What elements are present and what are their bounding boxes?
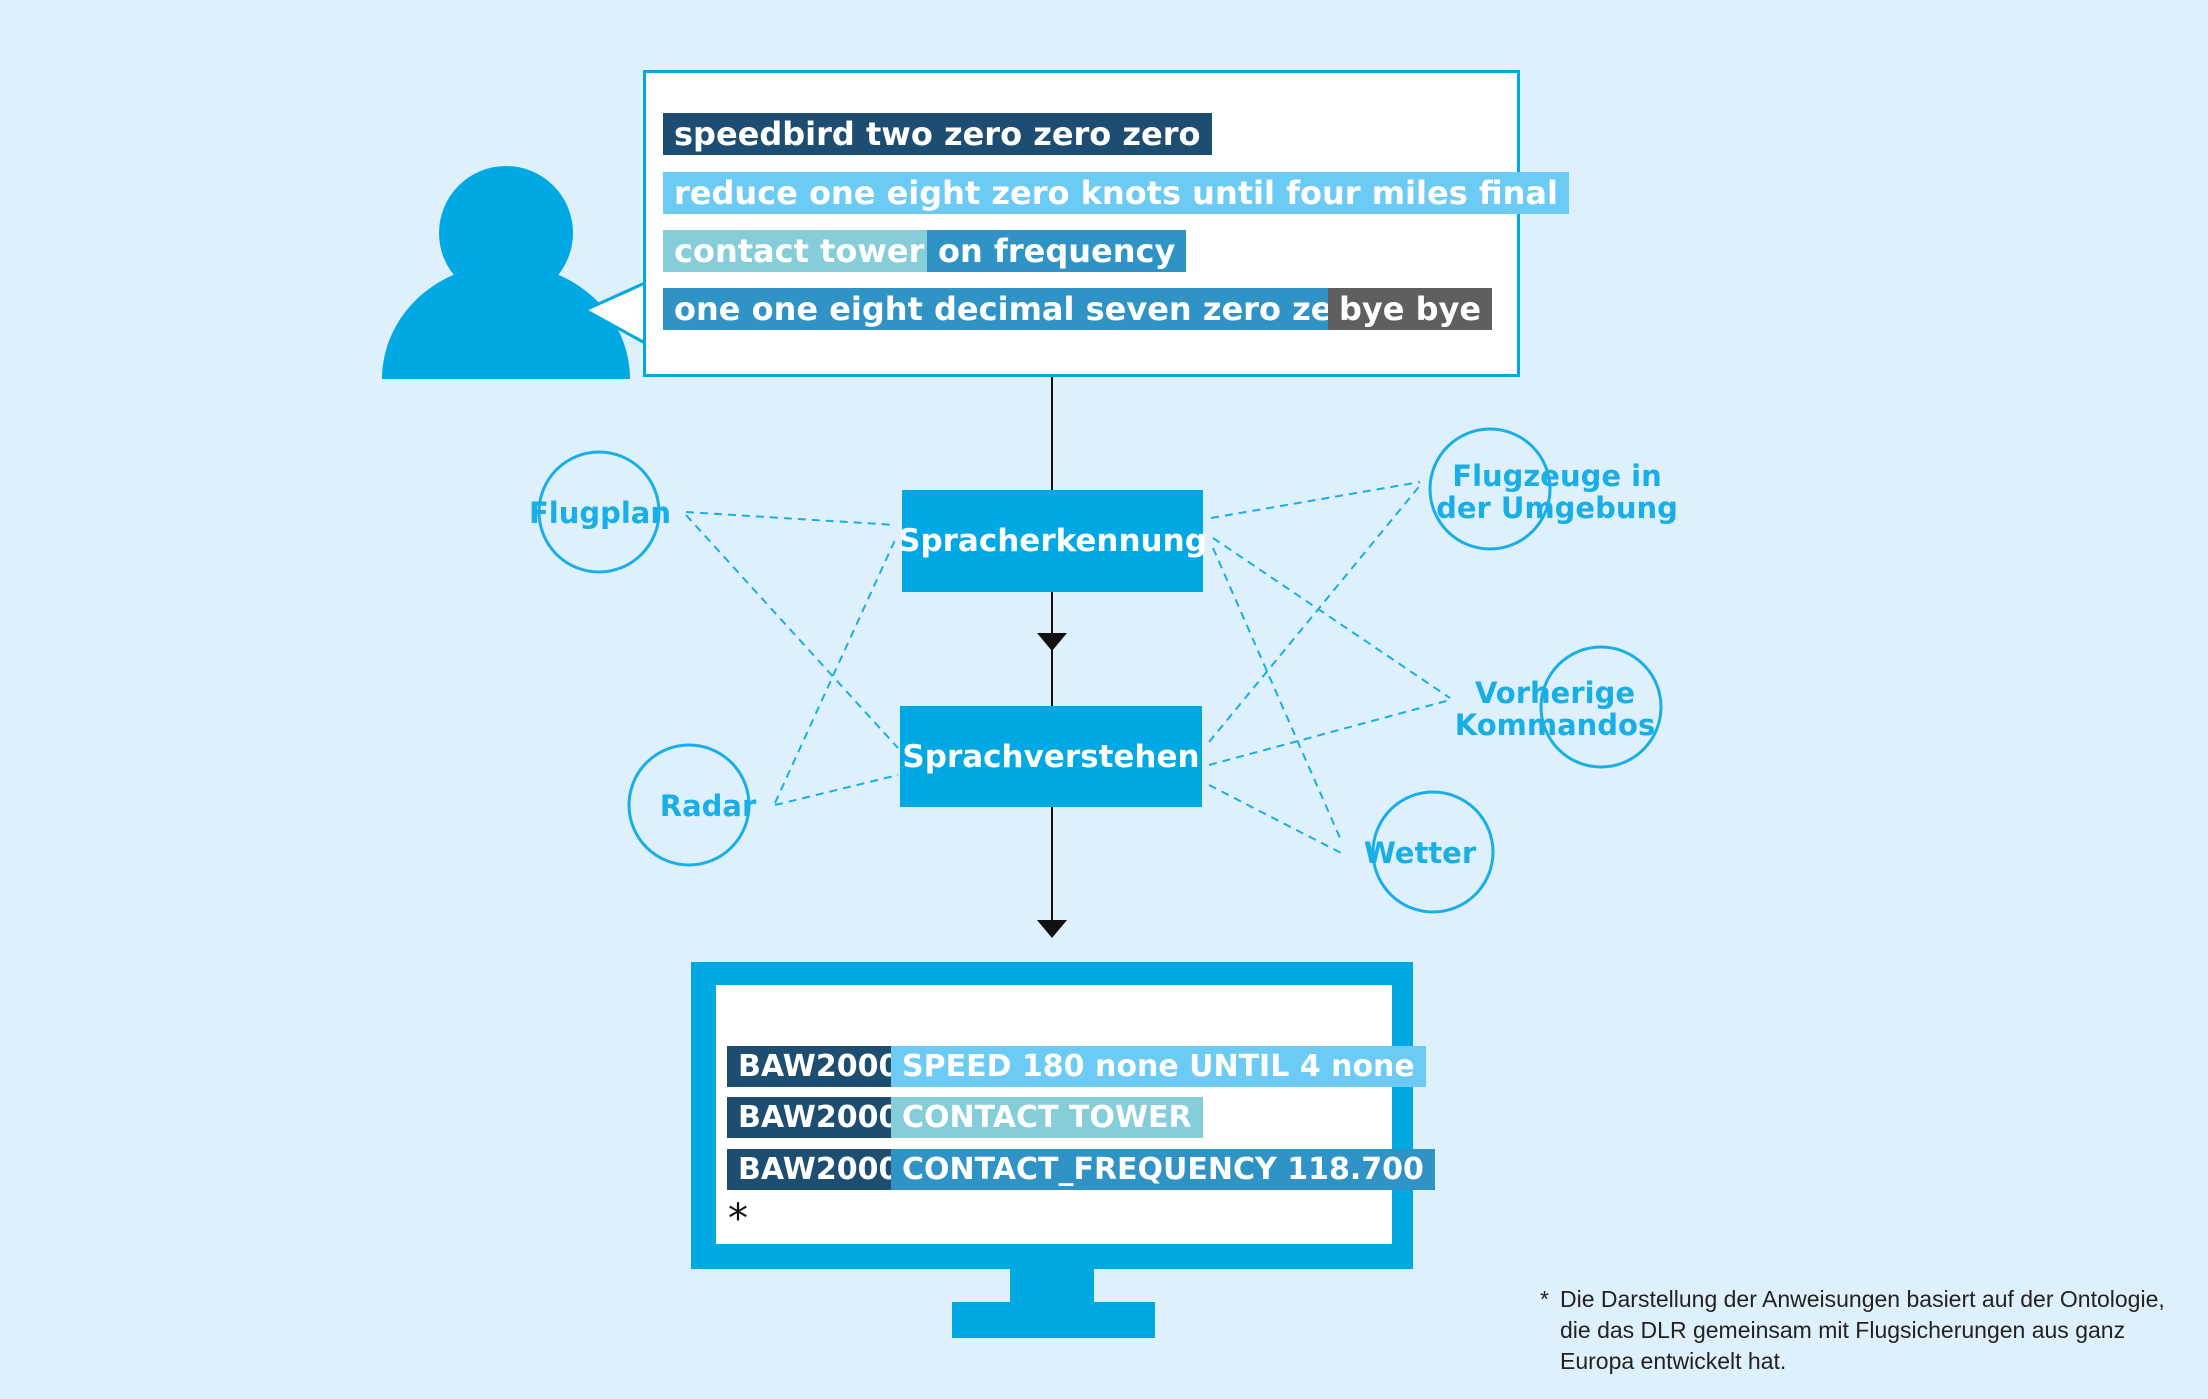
circle-flugplan [537, 450, 661, 574]
command-callsign-2: BAW2000 [727, 1097, 899, 1138]
context-label-wetter: Wetter [1363, 836, 1477, 870]
footnote-text: Die Darstellung der Anweisungen basiert … [1560, 1286, 2165, 1374]
footnote: * Die Darstellung der Anweisungen basier… [1540, 1284, 2190, 1377]
context-label-vorherige-line1: Vorherige [1474, 676, 1636, 710]
context-label-flugzeuge: Flugzeuge in der Umgebung [1412, 460, 1702, 524]
command-instruction-2: CONTACT TOWER [891, 1097, 1203, 1138]
command-callsign-1: BAW2000 [727, 1046, 899, 1087]
process-sprachverstehen: Sprachverstehen [900, 706, 1202, 807]
context-label-flugplan: Flugplan [528, 496, 672, 530]
context-label-flugzeuge-line2: der Umgebung [1436, 491, 1678, 525]
context-label-flugzeuge-line1: Flugzeuge in [1452, 459, 1662, 493]
monitor-asterisk: * [728, 1196, 748, 1242]
transcript-bye-bye: bye bye [1328, 288, 1493, 330]
context-circles [537, 427, 1663, 914]
circle-radar [627, 743, 751, 867]
person-icon [382, 166, 630, 379]
command-instruction-3: CONTACT_FREQUENCY 118.700 [891, 1149, 1435, 1190]
context-links [685, 481, 1451, 856]
transcript-speed-instruction: reduce one eight zero knots until four m… [663, 172, 1569, 214]
circle-flugzeuge [1428, 427, 1552, 551]
circle-vorherige [1539, 645, 1663, 769]
transcript-contact-tower: contact tower [663, 230, 936, 272]
context-label-vorherige-line2: Kommandos [1454, 708, 1656, 742]
footnote-marker: * [1540, 1286, 1549, 1312]
context-label-radar: Radar [659, 789, 757, 823]
flow-arrows [1037, 367, 1067, 938]
command-instruction-1: SPEED 180 none UNTIL 4 none [891, 1046, 1426, 1087]
transcript-on-frequency: on frequency [927, 230, 1187, 272]
context-label-vorherige: Vorherige Kommandos [1405, 677, 1705, 741]
transcript-callsign: speedbird two zero zero zero [663, 113, 1212, 155]
command-callsign-3: BAW2000 [727, 1149, 899, 1190]
process-spracherkennung: Spracherkennung [898, 490, 1207, 592]
transcript-frequency-value: one one eight decimal seven zero zero [663, 288, 1382, 330]
circle-wetter [1371, 790, 1495, 914]
